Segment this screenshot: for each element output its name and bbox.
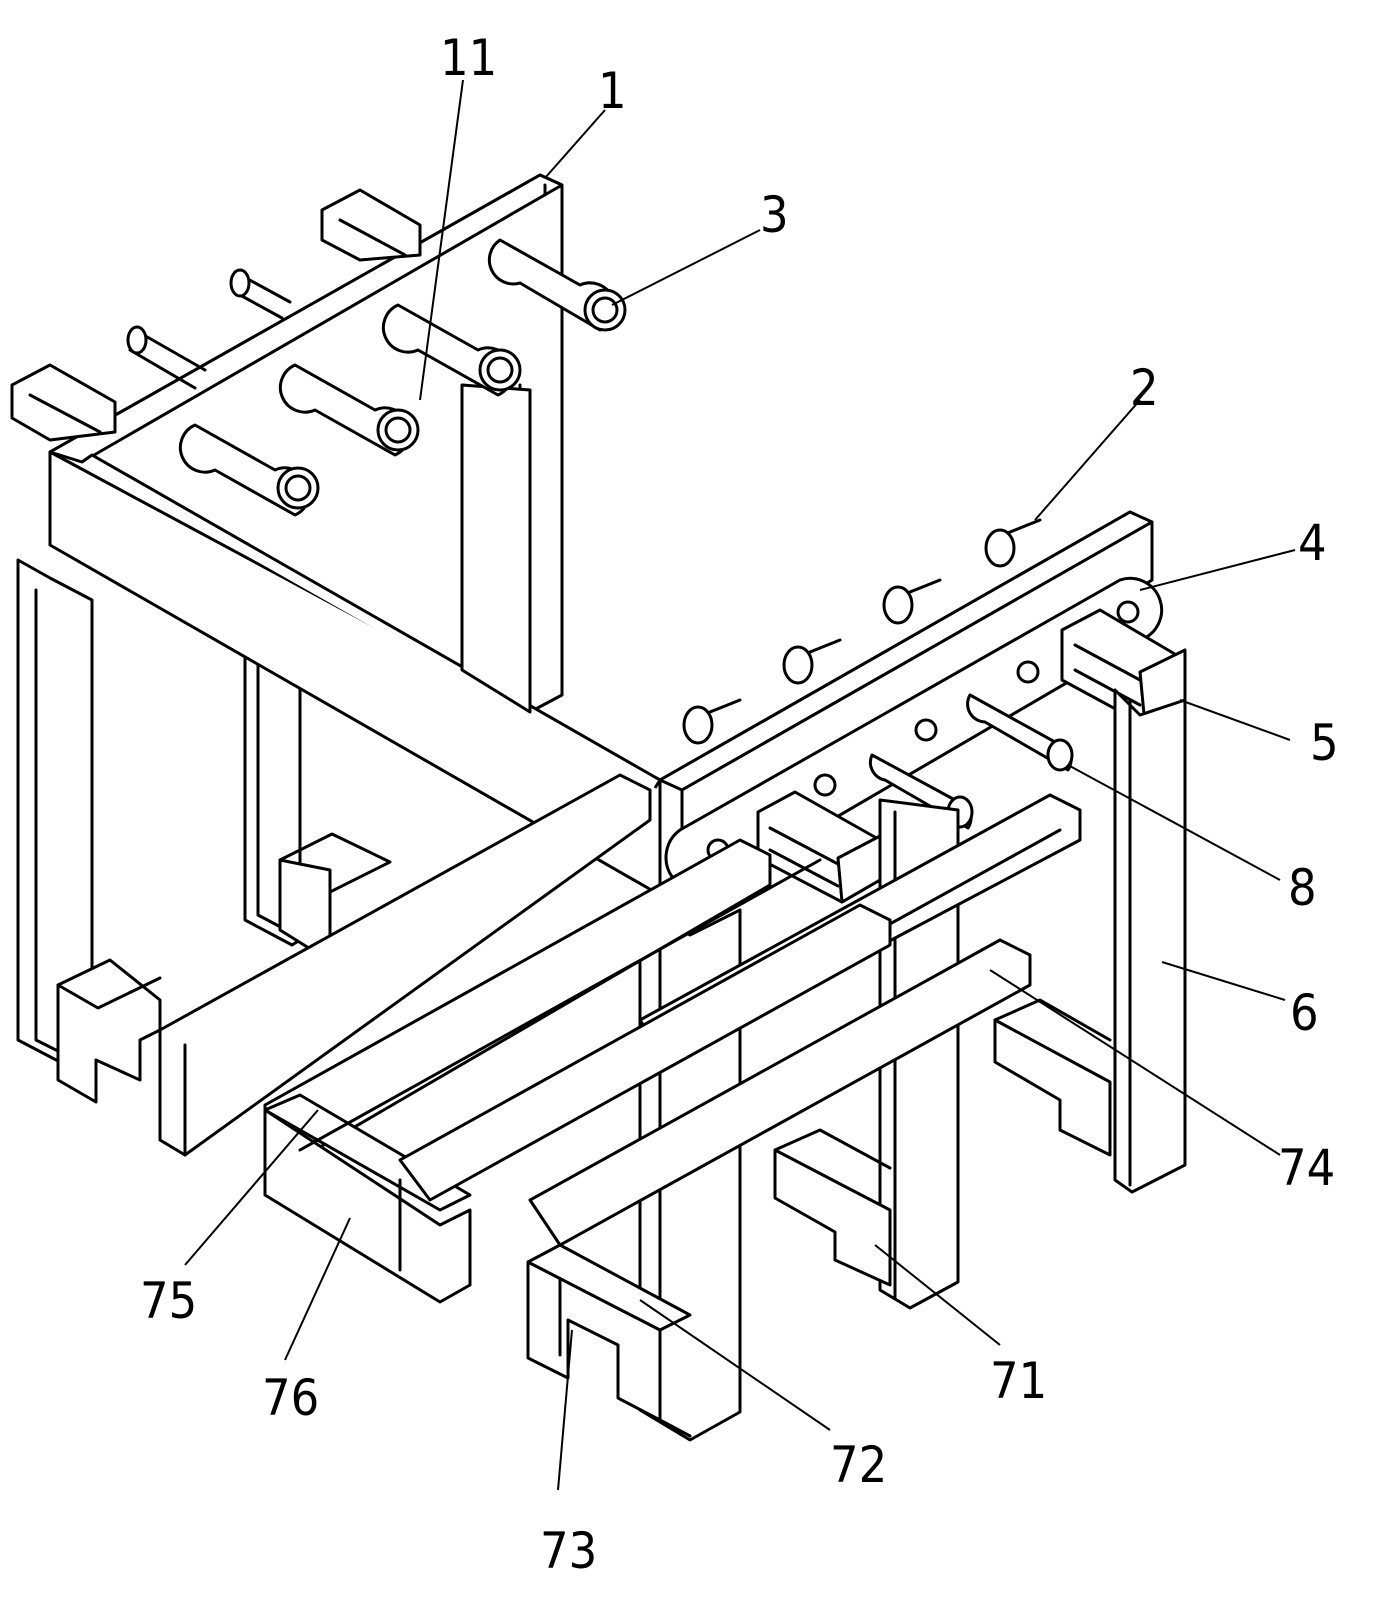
back-cylinder-top: [320, 188, 422, 262]
label-4: 4: [1298, 514, 1327, 572]
roller-3: [278, 363, 420, 457]
base-rail-left: [158, 773, 652, 1157]
foot-right-back: [993, 998, 1112, 1157]
label-72: 72: [830, 1436, 887, 1494]
label-76: 76: [262, 1369, 319, 1427]
label-5: 5: [1310, 714, 1339, 772]
right-leg-6: [1113, 688, 1187, 1194]
right-roller-1: [984, 518, 1042, 568]
back-center-foot: [278, 832, 392, 957]
label-2: 2: [1130, 359, 1159, 417]
back-cylinder-left: [10, 363, 117, 442]
back-plate: [460, 383, 532, 714]
roller-2: [381, 303, 522, 397]
label-11: 11: [440, 29, 497, 87]
label-6: 6: [1290, 984, 1319, 1042]
label-75: 75: [140, 1272, 197, 1330]
leader-lines: [184, 79, 1296, 1491]
label-71: 71: [990, 1352, 1047, 1410]
label-73: 73: [540, 1522, 597, 1580]
right-roller-3: [782, 638, 842, 685]
foot-72-73: [526, 1243, 692, 1422]
upper-frame-1: [48, 173, 1152, 897]
roller-1: [487, 238, 627, 332]
label-3: 3: [760, 186, 789, 244]
right-roller-2: [882, 578, 942, 625]
label-74: 74: [1278, 1139, 1335, 1197]
crossbar-lower: [398, 903, 1032, 1247]
roller-4: [178, 423, 320, 517]
right-roller-4: [682, 698, 742, 745]
cylinder-5-left: [756, 790, 882, 904]
back-left-foot: [56, 958, 162, 1104]
label-8: 8: [1288, 859, 1317, 917]
foot-right-mid: [773, 1128, 892, 1287]
shaft-8-right: [966, 693, 1074, 772]
back-shafts: [126, 268, 292, 390]
label-1: 1: [598, 62, 627, 120]
